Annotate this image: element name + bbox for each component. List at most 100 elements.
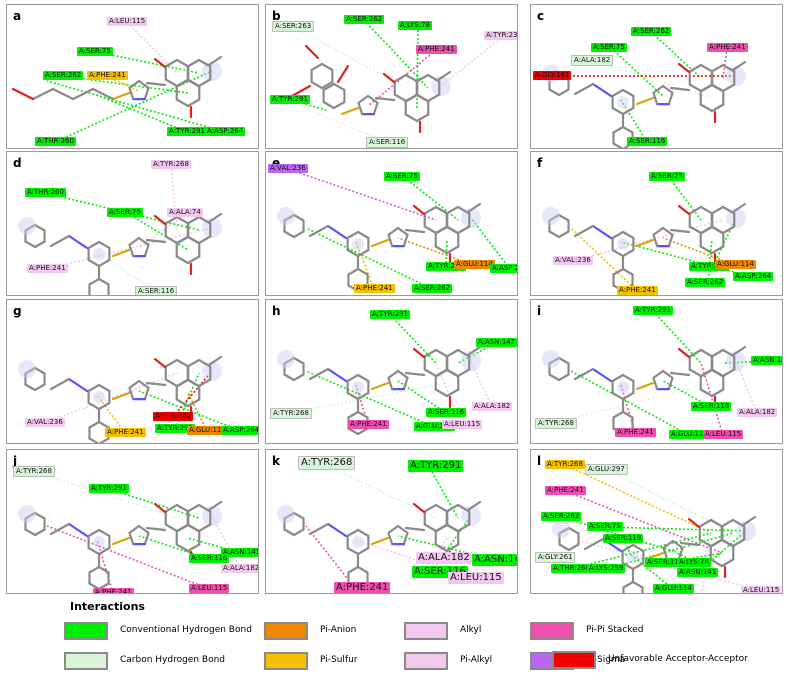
- bond: [143, 86, 150, 101]
- bond: [699, 368, 714, 378]
- interaction-line: [560, 516, 674, 552]
- bond: [175, 543, 190, 553]
- interaction-line: [622, 538, 632, 556]
- residue-label: A:PHE:241: [348, 420, 389, 429]
- panel-diagram: [18, 164, 223, 295]
- residue-label: A:SER:75: [77, 47, 113, 56]
- bond: [669, 371, 691, 377]
- interaction-line: [620, 99, 648, 143]
- interaction-halo: [726, 208, 746, 228]
- residue-label: A:SER:116: [366, 137, 409, 148]
- residue-label: A:LYS:78: [677, 558, 711, 567]
- bond: [621, 543, 635, 553]
- residue-label: A:ASP:264: [490, 264, 517, 273]
- residue-label: A:LEU:115: [189, 584, 230, 593]
- interaction-line: [355, 241, 375, 290]
- bond: [145, 238, 167, 244]
- bond: [207, 212, 223, 224]
- interaction-line: [46, 80, 226, 133]
- panel-label: i: [537, 304, 542, 318]
- interaction-halo: [617, 96, 629, 108]
- bond: [741, 515, 757, 527]
- interaction-line: [355, 384, 369, 426]
- bond: [415, 73, 430, 83]
- bond: [310, 80, 324, 90]
- legend-label: Alkyl: [460, 625, 482, 635]
- bond: [404, 228, 426, 234]
- bond: [434, 388, 449, 398]
- bond: [175, 58, 190, 68]
- bond: [308, 367, 330, 381]
- residue-label: A:SER:116: [189, 554, 230, 563]
- bond: [434, 225, 449, 235]
- residue-label: A:SER:119: [603, 534, 644, 543]
- residue-label: A:SER:263: [272, 21, 315, 32]
- bond: [404, 526, 426, 532]
- bond: [347, 410, 360, 419]
- residue-label: A:PHE:241: [545, 486, 586, 495]
- bond: [164, 78, 179, 88]
- bond: [97, 528, 111, 538]
- bond: [97, 383, 111, 393]
- bond: [67, 377, 89, 393]
- bond: [33, 528, 46, 537]
- bond: [186, 358, 201, 368]
- bond: [611, 88, 625, 98]
- bond: [652, 91, 659, 106]
- bond: [402, 376, 409, 391]
- bond: [326, 522, 348, 538]
- bond: [283, 213, 296, 222]
- bond: [445, 245, 460, 255]
- bond: [283, 356, 296, 365]
- interaction-halo: [202, 218, 222, 238]
- bond: [699, 83, 714, 93]
- legend-swatch: [64, 652, 108, 670]
- bond: [128, 386, 135, 401]
- bond: [153, 214, 167, 226]
- residue-label: A:TYR:291: [689, 262, 729, 271]
- bond: [175, 78, 190, 88]
- residue-label: A:TYR:268: [270, 408, 312, 419]
- bond: [97, 401, 111, 411]
- bond: [661, 226, 674, 237]
- legend-swatch: [264, 652, 308, 670]
- bond: [145, 526, 167, 532]
- bond: [128, 379, 141, 390]
- bond: [710, 63, 725, 73]
- bond: [374, 96, 396, 102]
- residue-label: A:PHE:241: [354, 284, 395, 293]
- bond: [137, 524, 150, 535]
- interaction-line: [650, 31, 702, 79]
- bond: [322, 100, 336, 110]
- legend-label: Pi-Sulfur: [320, 655, 358, 665]
- bond: [731, 538, 746, 548]
- interaction-line: [554, 382, 713, 424]
- bond: [688, 83, 703, 93]
- bond: [145, 81, 167, 87]
- interaction-halo: [726, 66, 746, 86]
- residue-label: A:ALA:182: [571, 55, 614, 66]
- bond: [434, 368, 449, 378]
- bond: [88, 437, 100, 443]
- bond: [396, 524, 409, 535]
- bond: [396, 226, 409, 237]
- bond: [143, 531, 150, 546]
- ligand-structure: [290, 44, 452, 134]
- bond: [445, 503, 460, 513]
- bond: [456, 368, 471, 378]
- bond: [97, 258, 111, 268]
- residue-label: A:THR:260: [551, 564, 592, 573]
- residue-label: A:TYR:291: [89, 484, 129, 493]
- bond: [679, 541, 701, 547]
- residue-label: A:SER:116: [135, 286, 178, 295]
- bond: [721, 225, 736, 235]
- panel-label: f: [537, 156, 543, 170]
- bond: [186, 98, 201, 108]
- residue-label: A:TYR:291: [633, 306, 673, 315]
- bond: [87, 240, 101, 250]
- bond: [456, 225, 471, 235]
- residue-label: A:GLU:114: [715, 260, 756, 269]
- residue-label: A:SER:262: [631, 27, 672, 36]
